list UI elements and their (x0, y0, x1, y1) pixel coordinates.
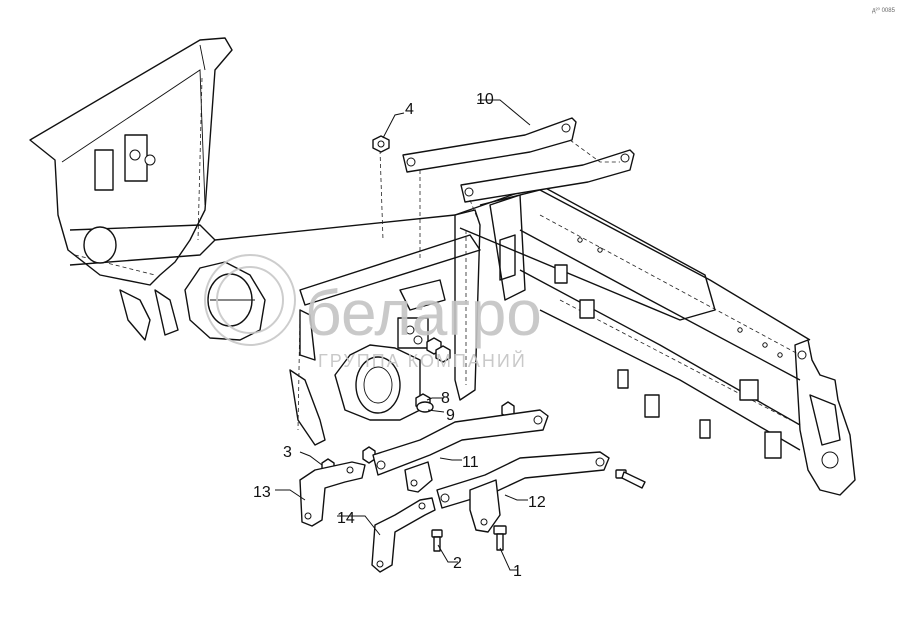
bolt-2 (431, 529, 443, 552)
callout-12: 12 (528, 494, 546, 511)
watermark-subtitle: ГРУППА КОМПАНИЙ (318, 350, 527, 371)
callout-4: 4 (405, 101, 414, 118)
callout-10: 10 (476, 91, 494, 108)
callout-8: 8 (441, 390, 450, 407)
leader-lines (275, 99, 531, 571)
frame-assembly (29, 37, 856, 496)
strip-10-upper-b (460, 149, 635, 203)
nut-4 (372, 135, 390, 153)
strip-11 (372, 409, 549, 493)
bolt-1 (493, 525, 507, 551)
callout-1: 1 (513, 563, 522, 580)
bracket-14 (371, 497, 436, 573)
watermark: белагро ГРУППА КОМПАНИЙ (204, 254, 542, 371)
callout-9: 9 (446, 407, 455, 424)
corner-note: д²⁰ 0085 (872, 7, 896, 14)
strip-10-upper-a (402, 117, 577, 173)
callout-13: 13 (253, 484, 271, 501)
washer-9 (416, 401, 434, 413)
bolt-right (615, 469, 646, 489)
strip-12 (436, 451, 610, 533)
nut-pair-center (426, 337, 451, 363)
callout-3: 3 (283, 444, 292, 461)
bracket-13 (299, 461, 366, 527)
callout-2: 2 (453, 555, 462, 572)
callout-11: 11 (462, 454, 479, 471)
watermark-brand: белагро (305, 277, 542, 349)
callout-14: 14 (337, 510, 355, 527)
